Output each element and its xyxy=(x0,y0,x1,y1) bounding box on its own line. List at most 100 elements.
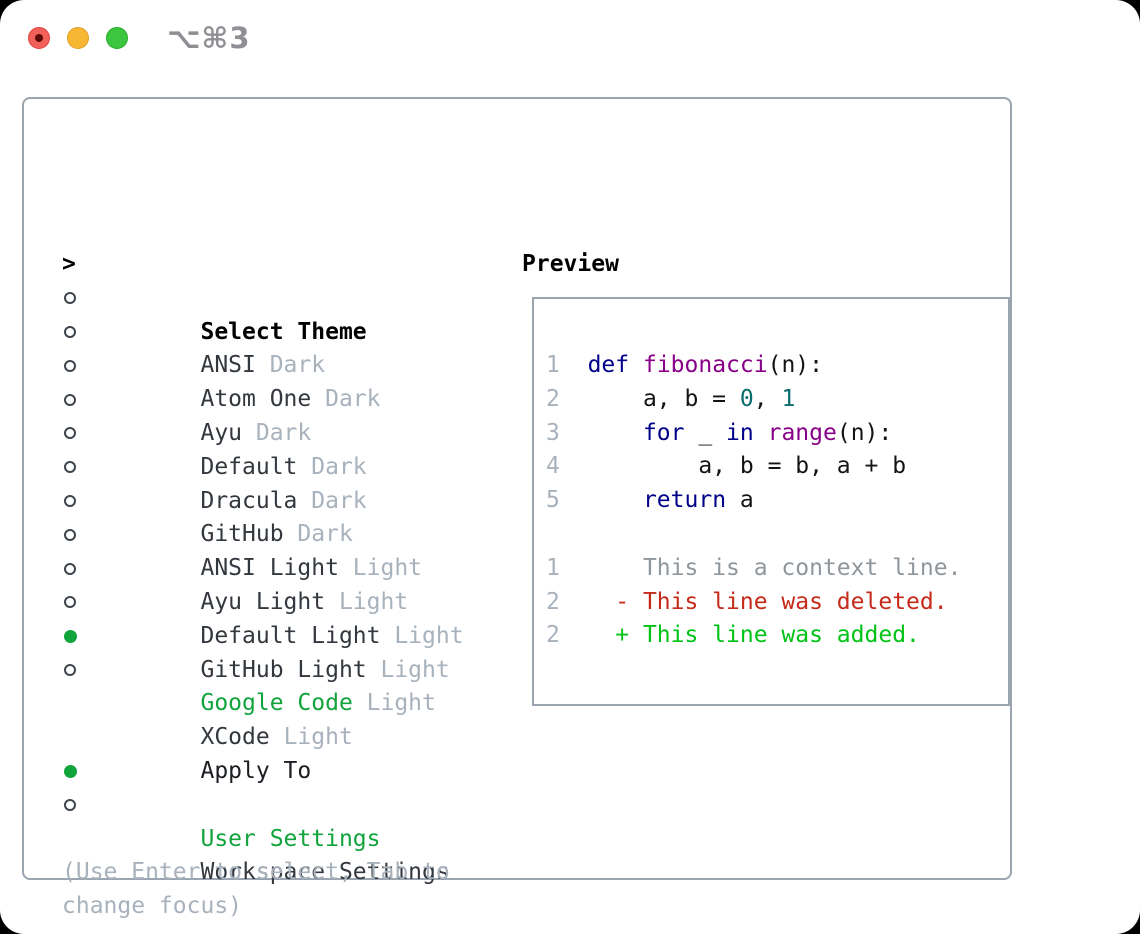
code-token-pln xyxy=(560,487,643,513)
theme-variant: Dark xyxy=(255,419,312,446)
preview-diff-line: 2 + This line was added. xyxy=(546,619,1008,653)
radio-icon xyxy=(64,664,76,677)
radio-icon xyxy=(64,495,76,508)
page-title: Select Theme xyxy=(200,318,367,345)
code-token-pln: _ xyxy=(684,419,727,446)
line-number: 2 xyxy=(546,622,560,649)
code-token-pln: a, b = xyxy=(559,385,740,412)
radio-icon xyxy=(64,461,76,474)
radio-icon xyxy=(64,562,76,575)
code-token-kwd: for xyxy=(642,419,685,446)
theme-name: Dracula xyxy=(200,487,298,514)
code-token-ctx: This is a context line. xyxy=(559,554,962,581)
line-number: 2 xyxy=(546,588,560,615)
theme-option-github-light[interactable]: GitHub Light Light xyxy=(62,586,464,683)
theme-name: Atom One xyxy=(200,386,312,413)
titlebar xyxy=(28,27,128,49)
theme-name: ANSI Light xyxy=(200,555,339,582)
code-token-pln: (n): xyxy=(767,352,823,378)
hint-line: (Use Enter to select, Tab to xyxy=(62,859,450,886)
code-token-pln: , xyxy=(753,385,782,412)
radio-icon xyxy=(64,596,76,609)
theme-name: GitHub xyxy=(200,521,284,548)
theme-option-default-light[interactable]: Default Light Light xyxy=(62,552,464,649)
maximize-button[interactable] xyxy=(106,27,128,49)
theme-option-ayu-dark[interactable]: Ayu Dark xyxy=(62,349,464,446)
select-theme-header: > Select Theme xyxy=(62,248,464,345)
theme-name: Google Code xyxy=(200,690,353,717)
spacer xyxy=(546,518,1008,552)
theme-name: XCode xyxy=(200,724,270,751)
apply-option-workspace-settings[interactable]: Workspace Settings xyxy=(62,789,464,885)
theme-option-xcode-light[interactable]: XCode Light xyxy=(62,654,464,750)
line-number: 3 xyxy=(546,419,560,446)
theme-option-ansi-light[interactable]: ANSI Light Light xyxy=(62,485,464,581)
radio-icon xyxy=(64,528,76,541)
radio-selected-icon xyxy=(64,630,77,644)
radio-icon xyxy=(64,427,76,440)
close-button[interactable] xyxy=(28,27,50,49)
theme-name: Default xyxy=(200,453,298,480)
code-token-lit: 1 xyxy=(781,385,796,412)
theme-variant: Light xyxy=(338,588,409,615)
code-token-pln: (n): xyxy=(836,419,893,446)
theme-variant: Light xyxy=(352,555,423,582)
cursor-marker: > xyxy=(62,251,76,277)
radio-icon xyxy=(64,799,76,812)
code-token-del: - This line was deleted. xyxy=(559,588,948,615)
preview-code-line: 3 for _ in range(n): xyxy=(546,417,1008,451)
radio-selected-icon xyxy=(64,765,77,779)
line-number: 2 xyxy=(546,385,560,412)
preview-diff-line: 1 This is a context line. xyxy=(546,552,1008,586)
minimize-button[interactable] xyxy=(67,27,89,49)
theme-variant: Dark xyxy=(311,487,367,514)
apply-to-header: Apply To xyxy=(62,721,464,784)
line-number: 1 xyxy=(546,352,560,378)
apply-to-title: Apply To xyxy=(200,757,312,784)
theme-variant: Light xyxy=(283,724,353,751)
preview-code-line: 1 def fibonacci(n): xyxy=(546,349,1008,383)
keyboard-shortcut-label: ⌥⌘3 xyxy=(167,21,251,55)
theme-option-dracula-dark[interactable]: Dracula Dark xyxy=(62,417,464,514)
code-token-pln xyxy=(560,352,588,378)
theme-variant: Dark xyxy=(269,352,326,379)
code-token-pln xyxy=(629,352,643,378)
apply-option-label: User Settings xyxy=(200,825,381,852)
code-token-add: + This line was added. xyxy=(559,622,920,649)
preview-code-line: 5 return a xyxy=(546,484,1008,518)
preview-code-line: 4 a, b = b, a + b xyxy=(546,450,1008,484)
code-token-kwd: return xyxy=(642,487,727,514)
apply-option-label: Workspace Settings xyxy=(200,859,450,886)
code-token-kwd: in xyxy=(726,419,754,446)
theme-option-google-code-light-selected[interactable]: Google Code Light xyxy=(62,620,464,716)
preview-diff-block: 1 This is a context line.2 - This line w… xyxy=(546,552,1008,653)
apply-option-user-settings-selected[interactable]: User Settings xyxy=(62,755,464,852)
code-token-pln: a xyxy=(726,487,754,514)
theme-name: Default Light xyxy=(200,622,381,649)
radio-icon xyxy=(64,326,76,339)
unsaved-dot-icon xyxy=(35,34,43,42)
theme-variant: Dark xyxy=(297,521,353,548)
theme-variant: Dark xyxy=(325,386,381,413)
hint-line: change focus) xyxy=(62,893,243,920)
preview-diff-line: 2 - This line was deleted. xyxy=(546,586,1008,620)
line-number: 1 xyxy=(546,554,560,581)
theme-variant: Light xyxy=(380,656,450,683)
theme-option-default-dark[interactable]: Default Dark xyxy=(62,383,464,480)
theme-name: Ayu xyxy=(200,419,243,446)
code-token-pln: a, b = b, a + b xyxy=(559,453,907,480)
theme-option-atom-one-dark[interactable]: Atom One Dark xyxy=(62,316,464,412)
code-token-kwd: def xyxy=(587,352,630,378)
theme-option-github-dark[interactable]: GitHub Dark xyxy=(62,451,464,547)
theme-variant: Light xyxy=(394,622,464,649)
theme-name: GitHub Light xyxy=(200,656,367,683)
code-token-pln xyxy=(754,420,768,446)
radio-icon xyxy=(64,359,76,372)
radio-icon xyxy=(64,393,76,406)
